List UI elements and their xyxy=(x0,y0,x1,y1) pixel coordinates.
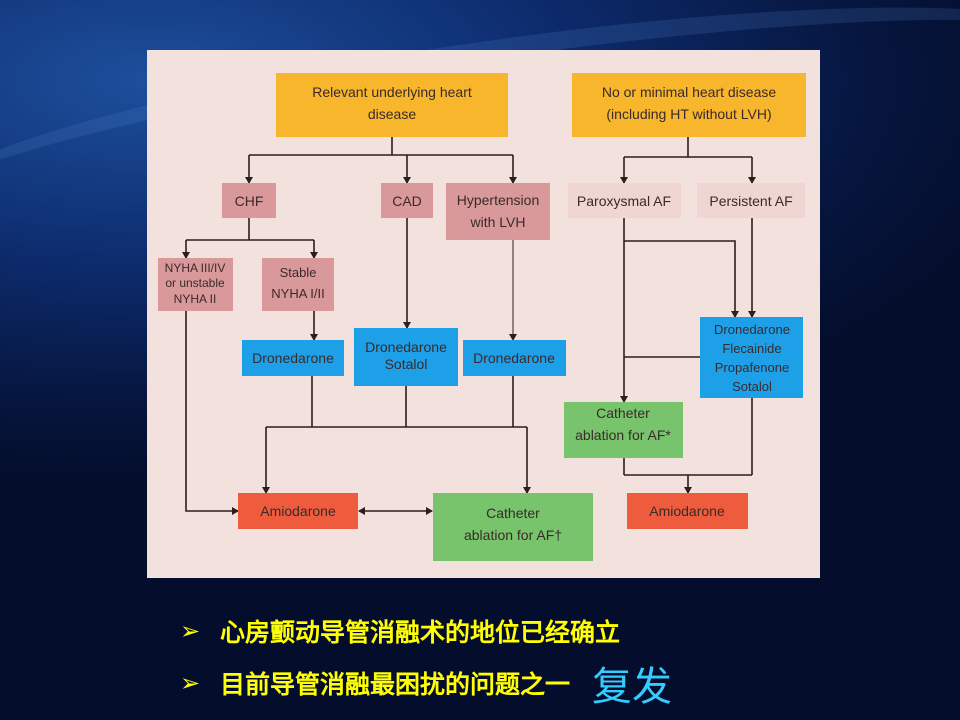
box-hypertension-lvh: Hypertension with LVH xyxy=(446,183,550,240)
box-amiodarone-right: Amiodarone xyxy=(627,493,748,529)
box-label: Sotalol xyxy=(385,356,428,372)
box-label: or unstable xyxy=(165,276,225,290)
box-label: Sotalol xyxy=(732,379,772,394)
bullet-item: ➢ 目前导管消融最困扰的问题之一 复发 xyxy=(180,657,673,710)
box-catheter-ablation-right: Catheter ablation for AF* xyxy=(564,402,683,458)
bullet-list: ➢ 心房颤动导管消融术的地位已经确立 ➢ 目前导管消融最困扰的问题之一 复发 xyxy=(180,605,673,710)
box-relevant-heart-disease: Relevant underlying heart disease xyxy=(276,73,508,137)
box-label: Dronedarone xyxy=(714,322,790,337)
box-paroxysmal-af: Paroxysmal AF xyxy=(568,183,681,218)
bullet-text: 目前导管消融最困扰的问题之一 xyxy=(220,670,571,699)
box-label: CAD xyxy=(392,193,422,209)
emphasis-text: 复发 xyxy=(592,664,673,710)
box-label: Dronedarone xyxy=(473,350,555,366)
box-label: Stable xyxy=(280,265,317,280)
box-dronedarone-1: Dronedarone xyxy=(242,340,344,376)
box-dronedarone-sotalol: Dronedarone Sotalol xyxy=(354,328,458,386)
box-minimal-heart-disease: No or minimal heart disease (including H… xyxy=(572,73,806,137)
box-nyha-3-4: NYHA III/IV or unstable NYHA II xyxy=(158,258,233,311)
box-cad: CAD xyxy=(381,183,433,218)
box-amiodarone-left: Amiodarone xyxy=(238,493,358,529)
box-label: Flecainide xyxy=(722,341,781,356)
box-label: NYHA II xyxy=(174,292,217,306)
bullet-item: ➢ 心房颤动导管消融术的地位已经确立 xyxy=(180,605,672,657)
box-label: Catheter xyxy=(486,505,540,521)
box-chf: CHF xyxy=(222,183,276,218)
box-persistent-af: Persistent AF xyxy=(697,183,805,218)
box-label: NYHA I/II xyxy=(271,286,324,301)
bullet-text: 心房颤动导管消融术的地位已经确立 xyxy=(220,618,621,647)
box-label: No or minimal heart disease xyxy=(602,84,777,100)
bullet-arrow-icon: ➢ xyxy=(180,669,201,697)
box-dronedarone-3: Dronedarone xyxy=(463,340,566,376)
box-label: Amiodarone xyxy=(649,503,725,519)
box-label: NYHA III/IV xyxy=(165,261,226,275)
box-catheter-ablation-left: Catheter ablation for AF† xyxy=(433,493,593,561)
box-label: Amiodarone xyxy=(260,503,336,519)
box-label: ablation for AF* xyxy=(575,427,671,443)
box-label: Propafenone xyxy=(715,360,789,375)
connectors xyxy=(182,137,756,515)
diagram-panel xyxy=(147,50,820,578)
box-label: ablation for AF† xyxy=(464,527,562,543)
box-label: Hypertension xyxy=(457,192,540,208)
box-label: Dronedarone xyxy=(252,350,334,366)
box-label: Catheter xyxy=(596,405,650,421)
box-label: with LVH xyxy=(470,214,526,230)
box-label: Persistent AF xyxy=(709,193,792,209)
box-label: (including HT without LVH) xyxy=(606,106,771,122)
box-label: Paroxysmal AF xyxy=(577,193,671,209)
box-right-drugs: Dronedarone Flecainide Propafenone Sotal… xyxy=(700,317,803,398)
box-label: Relevant underlying heart xyxy=(312,84,472,100)
box-label: Dronedarone xyxy=(365,339,447,355)
box-stable-nyha: Stable NYHA I/II xyxy=(262,258,334,311)
bullet-arrow-icon: ➢ xyxy=(180,617,201,645)
box-label: disease xyxy=(368,106,416,122)
box-label: CHF xyxy=(235,193,264,209)
